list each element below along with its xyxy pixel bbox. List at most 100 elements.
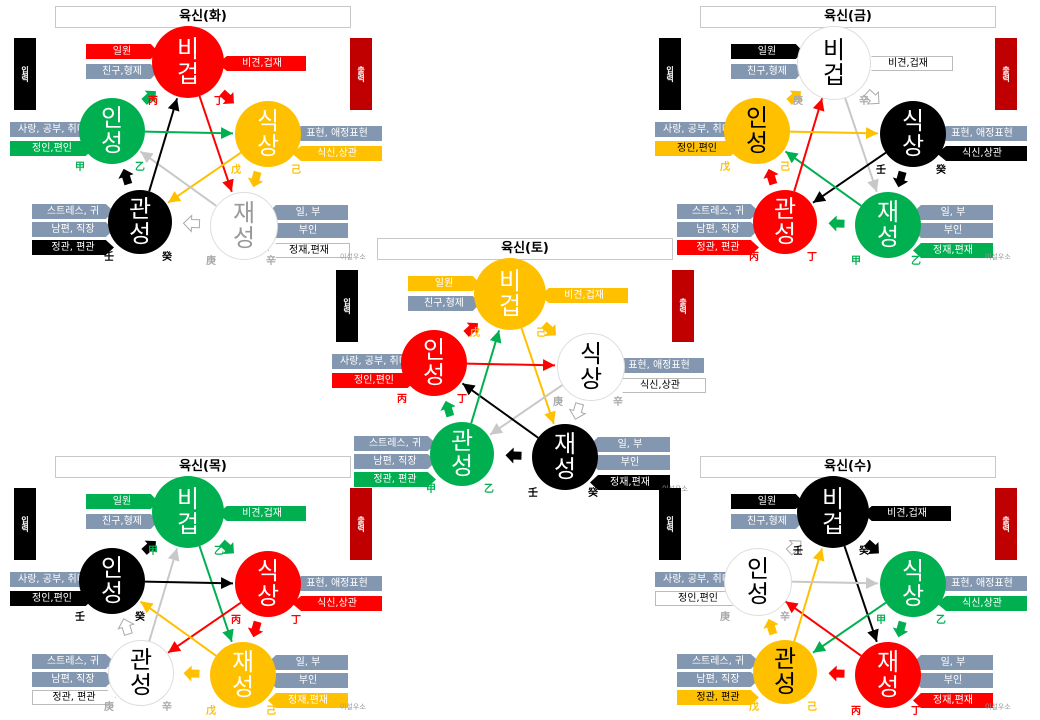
label-siksang-type: 식신,상관 — [292, 146, 382, 161]
stem-yang: 丙 — [851, 706, 861, 717]
label-money: 일, 부 — [268, 655, 348, 670]
stem-yin: 乙 — [135, 162, 145, 173]
label-siksang-type: 식신,상관 — [614, 378, 706, 393]
node-char-top: 식 — [256, 107, 280, 135]
stem-yin: 乙 — [911, 256, 921, 267]
cycle-arrow-jaeseong-gwanseong — [505, 447, 522, 464]
relation-lines — [118, 89, 264, 233]
node-char-top: 재 — [231, 648, 255, 676]
label-stress: 스트레스, 귀 — [32, 204, 114, 219]
stem-yang: 庚 — [553, 397, 563, 408]
cycle-arrow-bigup-siksang — [219, 89, 234, 104]
stem-yin: 丁 — [291, 615, 301, 626]
control-arrow-jaeseong-inseong — [139, 150, 217, 207]
label-expression: 표현, 애정표현 — [937, 576, 1027, 591]
control-arrow-gwanseong-bigup — [793, 548, 825, 642]
watermark: 이설우소 — [340, 253, 366, 261]
cycle-arrow-inseong-bigup — [141, 90, 156, 105]
node-char-top: 인 — [746, 555, 770, 583]
stem-yin: 辛 — [162, 702, 172, 713]
stem-yin: 癸 — [588, 488, 598, 499]
control-arrow-bigup-jaeseong — [198, 95, 234, 193]
label-expression: 표현, 애정표현 — [937, 126, 1027, 141]
control-arrow-inseong-siksang — [144, 127, 234, 140]
stem-yang: 壬 — [528, 488, 538, 499]
control-arrow-bigup-jaeseong — [843, 545, 879, 643]
stem-yang: 戊 — [470, 328, 480, 339]
label-job: 남편, 직장 — [677, 672, 759, 687]
stem-yang: 壬 — [876, 165, 886, 176]
node-char-bottom: 성 — [100, 579, 124, 607]
label-friend: 친구,형제 — [86, 514, 158, 529]
stem-yang: 庚 — [206, 256, 216, 267]
cycle-arrow-inseong-bigup — [785, 540, 802, 556]
node-char-top: 식 — [901, 107, 925, 135]
stem-yin: 乙 — [936, 615, 946, 626]
label-bigup-type: 비견,겁재 — [218, 506, 306, 521]
cycle-arrow-bigup-siksang — [541, 321, 556, 336]
control-arrow-bigup-jaeseong — [520, 327, 556, 425]
label-siksang-type: 식신,상관 — [937, 596, 1027, 611]
output-box: 출력 — [995, 38, 1017, 110]
label-money: 일, 부 — [913, 655, 993, 670]
cycle-arrow-jaeseong-gwanseong — [183, 665, 200, 682]
stem-yin: 辛 — [859, 96, 869, 107]
control-arrow-gwanseong-bigup — [148, 98, 180, 192]
label-gwan-type: 정관, 편관 — [677, 240, 759, 255]
label-gwan-type: 정관, 편관 — [32, 240, 114, 255]
label-friend: 친구,형제 — [86, 64, 158, 79]
label-love: 사랑, 공부, 취미 — [332, 354, 416, 369]
node-char-top: 식 — [579, 340, 603, 368]
node-char-top: 비 — [176, 485, 200, 513]
cycle-arrow-siksang-jaeseong — [247, 170, 264, 188]
stem-yang: 甲 — [876, 615, 886, 626]
node-char-bottom: 성 — [876, 673, 900, 701]
stem-yang: 戊 — [231, 165, 241, 176]
watermark: 이설우소 — [340, 703, 366, 711]
label-in-type: 정인,편인 — [655, 141, 739, 156]
node-char-top: 식 — [256, 557, 280, 585]
watermark: 이설우소 — [985, 253, 1011, 261]
stem-yin: 丁 — [911, 706, 921, 717]
panel-title: 육신(목) — [55, 456, 351, 478]
stem-yin: 丁 — [214, 96, 224, 107]
control-arrow-inseong-siksang — [466, 359, 556, 372]
node-char-top: 관 — [773, 195, 797, 223]
control-arrow-jaeseong-inseong — [461, 382, 539, 439]
control-arrow-gwanseong-bigup — [148, 548, 180, 642]
label-stress: 스트레스, 귀 — [677, 654, 759, 669]
label-love: 사랑, 공부, 취미 — [10, 572, 94, 587]
cycle-arrow-gwanseong-inseong — [763, 618, 779, 636]
node-char-top: 비 — [822, 36, 846, 64]
label-jaeseong-type: 정재,편재 — [268, 243, 350, 258]
label-ilwon: 일원 — [731, 494, 803, 509]
label-job: 남편, 직장 — [32, 222, 114, 237]
stem-yang: 甲 — [148, 546, 158, 557]
